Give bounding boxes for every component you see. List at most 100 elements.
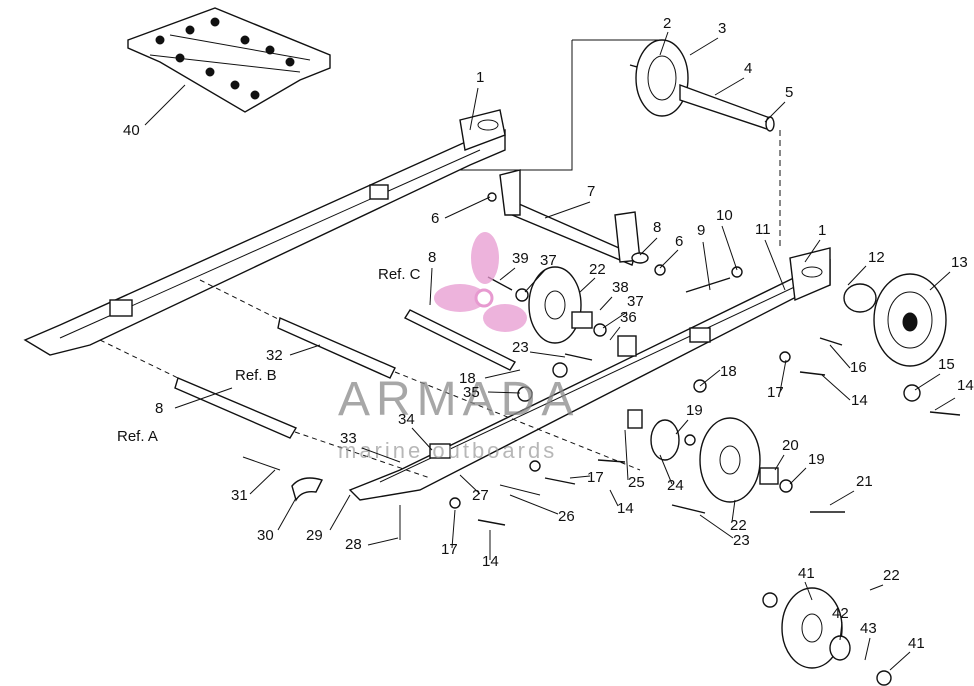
callout-6: 6 (675, 233, 683, 250)
leader-line (789, 467, 807, 485)
leader-line (914, 373, 941, 391)
leader-line (361, 447, 401, 463)
leader-line (174, 387, 233, 409)
leader-line (779, 359, 787, 393)
callout-35: 35 (463, 384, 480, 401)
callout-34: 34 (398, 411, 415, 428)
callout-16: 16 (850, 359, 867, 376)
leader-line (609, 326, 621, 341)
callout-17: 17 (767, 384, 784, 401)
callout-22: 22 (730, 517, 747, 534)
callout-9: 9 (697, 222, 705, 239)
leader-line (659, 454, 673, 485)
callout-43: 43 (860, 620, 877, 637)
cross-shafts (99, 169, 649, 479)
leader-line (459, 474, 481, 495)
callout-18: 18 (720, 363, 737, 380)
leader-line (659, 31, 669, 56)
callout-10: 10 (716, 207, 733, 224)
leader-line (847, 265, 867, 286)
leader-line (689, 37, 719, 56)
reference-label-c: Ref. C (378, 266, 421, 283)
leader-line (699, 514, 734, 539)
leader-line (609, 489, 619, 507)
leader-line (529, 351, 566, 358)
callout-25: 25 (628, 474, 645, 491)
leader-line (579, 277, 596, 293)
reference-label-b: Ref. B (235, 367, 277, 384)
callout-24: 24 (667, 477, 684, 494)
callout-7: 7 (587, 183, 595, 200)
callout-6: 6 (431, 210, 439, 227)
leader-line (624, 429, 629, 481)
right-rail-part (348, 247, 831, 501)
callout-42: 42 (832, 605, 849, 622)
callout-1: 1 (476, 69, 484, 86)
idler-wheels (528, 266, 947, 669)
leader-line (774, 454, 785, 471)
leader-line (804, 239, 821, 263)
leader-line (144, 84, 186, 126)
callout-13: 13 (951, 254, 968, 271)
leader-line (277, 497, 297, 531)
callout-18: 18 (459, 370, 476, 387)
leader-line (821, 374, 851, 401)
armada-watermark: ARMADA marine outboards (338, 232, 573, 463)
leader-line (484, 369, 521, 379)
leader-line (411, 427, 433, 451)
callout-8: 8 (428, 249, 436, 266)
leader-line (639, 237, 658, 256)
callout-17: 17 (441, 541, 458, 558)
leader-line (469, 87, 479, 131)
leader-line (934, 397, 956, 411)
callout-26: 26 (558, 508, 575, 525)
callout-38: 38 (612, 279, 629, 296)
leader-line (699, 369, 721, 387)
track-clip-part (127, 7, 331, 113)
leader-line (544, 201, 591, 219)
leader-line (929, 271, 951, 291)
leader-line (829, 490, 855, 506)
callout-8: 8 (155, 400, 163, 417)
leader-line (451, 509, 456, 549)
callout-1: 1 (818, 222, 826, 239)
callout-19: 19 (808, 451, 825, 468)
callout-27: 27 (472, 487, 489, 504)
leader-line (764, 239, 786, 291)
left-rail-part (23, 109, 506, 356)
leader-line (864, 637, 871, 661)
leader-line (509, 494, 559, 515)
watermark-tagline: marine outboards (338, 438, 557, 463)
leader-line (839, 621, 843, 641)
callout-37: 37 (540, 252, 557, 269)
leader-line (329, 494, 351, 531)
callout-36: 36 (620, 309, 637, 326)
callout-14: 14 (482, 553, 499, 570)
callout-40: 40 (123, 122, 140, 139)
callout-41: 41 (798, 565, 815, 582)
callout-4: 4 (744, 60, 752, 77)
callout-30: 30 (257, 527, 274, 544)
callout-8: 8 (653, 219, 661, 236)
hardware (242, 192, 961, 686)
callout-14: 14 (957, 377, 974, 394)
leader-line (487, 391, 521, 394)
callout-28: 28 (345, 536, 362, 553)
rear-axle-assembly (460, 39, 781, 250)
callout-23: 23 (512, 339, 529, 356)
leader-line (721, 225, 738, 271)
leader-line (367, 537, 399, 546)
callout-22: 22 (589, 261, 606, 278)
callout-37: 37 (627, 293, 644, 310)
callout-29: 29 (306, 527, 323, 544)
leader-line (289, 344, 321, 356)
leader-line (499, 267, 516, 281)
callout-32: 32 (266, 347, 283, 364)
leader-line (889, 651, 911, 671)
leader-line (731, 499, 736, 523)
callout-33: 33 (340, 430, 357, 447)
callout-leaders (174, 31, 956, 671)
